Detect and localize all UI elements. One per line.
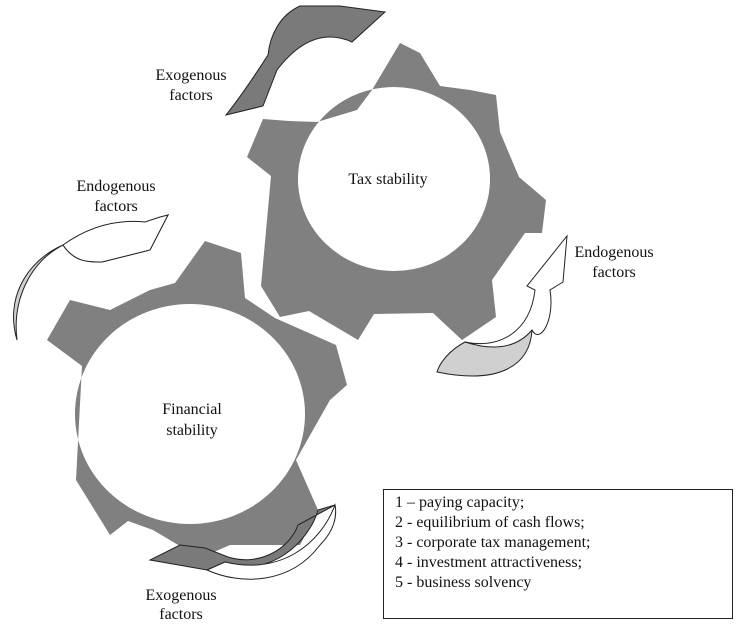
endogenous-left-label-line1: Endogenous bbox=[76, 178, 156, 195]
arrow-exogenous-top bbox=[224, 5, 387, 116]
legend-box: 1 – paying capacity; 2 - equilibrium of … bbox=[383, 489, 733, 619]
exogenous-bottom-label-line2: factors bbox=[159, 606, 203, 623]
gear-tax-stability bbox=[247, 43, 546, 340]
endogenous-right-label-line2: factors bbox=[592, 264, 636, 281]
endogenous-left-label-line2: factors bbox=[94, 198, 138, 215]
gear-financial-stability bbox=[47, 241, 347, 558]
exogenous-bottom-label-line1: Exogenous bbox=[145, 587, 217, 604]
endogenous-right-label-line1: Endogenous bbox=[574, 244, 654, 261]
legend-item: 1 – paying capacity; bbox=[395, 494, 525, 511]
gear-financial-stability-label-line2: stability bbox=[166, 422, 218, 439]
arrow-endogenous-right-white bbox=[464, 234, 568, 348]
gear-financial-stability-label-line1: Financial bbox=[162, 401, 222, 418]
gear-tax-stability-label: Tax stability bbox=[348, 171, 428, 188]
legend-item: 3 - corporate tax management; bbox=[395, 534, 591, 551]
legend-item: 2 - equilibrium of cash flows; bbox=[395, 514, 585, 531]
exogenous-top-label-line1: Exogenous bbox=[155, 67, 227, 84]
arrow-exogenous-bottom-tip bbox=[205, 503, 337, 580]
legend-item: 5 - business solvency bbox=[395, 574, 532, 591]
legend-item: 4 - investment attractiveness; bbox=[395, 554, 583, 571]
exogenous-top-label-line2: factors bbox=[169, 87, 213, 104]
arrow-exogenous-bottom bbox=[148, 504, 336, 571]
arrow-endogenous-left-white bbox=[62, 214, 169, 263]
